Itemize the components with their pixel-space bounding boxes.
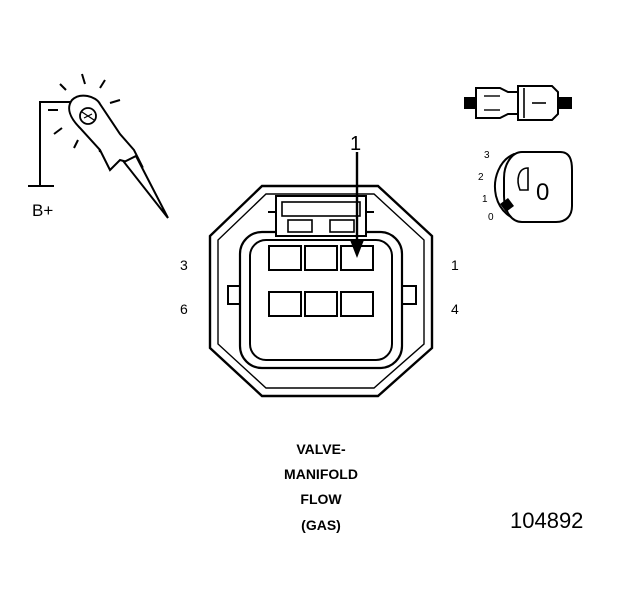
pin-cavity-2	[304, 245, 338, 271]
switch-position-3: 3	[484, 150, 490, 161]
switch-position-1: 1	[482, 194, 488, 205]
connector-side-icon	[464, 85, 572, 121]
pin-cavity-5	[304, 291, 338, 317]
pin-label-4: 4	[451, 301, 459, 317]
figure-number: 104892	[510, 508, 583, 533]
callout-number: 1	[350, 133, 361, 155]
connector-face: 1 3 6 1 4	[180, 133, 459, 398]
caption-line-4: (GAS)	[301, 517, 341, 533]
test-light-probe: B+	[28, 73, 169, 220]
pin-label-1: 1	[451, 257, 459, 273]
probe-tip-icon	[122, 154, 169, 219]
locking-latch	[268, 195, 374, 237]
pin-cavity-4	[340, 291, 374, 317]
right-key-tab	[401, 285, 417, 305]
caption-line-3: FLOW	[300, 491, 342, 507]
caption-line-2: MANIFOLD	[284, 466, 358, 482]
supply-label: B+	[32, 201, 53, 220]
switch-knob-label: 0	[536, 179, 549, 206]
pin-cavity-6	[268, 291, 302, 317]
caption-line-1: VALVE-	[296, 441, 346, 457]
supply-wire	[39, 101, 74, 186]
switch-position-0: 0	[488, 212, 494, 223]
switch-position-2: 2	[478, 172, 484, 183]
pin-label-6: 6	[180, 301, 188, 317]
pin-cavity-3	[268, 245, 302, 271]
pin-label-3: 3	[180, 257, 188, 273]
rotary-switch-icon: 3 2 1 0 0	[478, 150, 573, 223]
callout-arrowhead-icon	[350, 240, 364, 258]
caption: VALVE- MANIFOLD FLOW (GAS)	[284, 441, 358, 533]
